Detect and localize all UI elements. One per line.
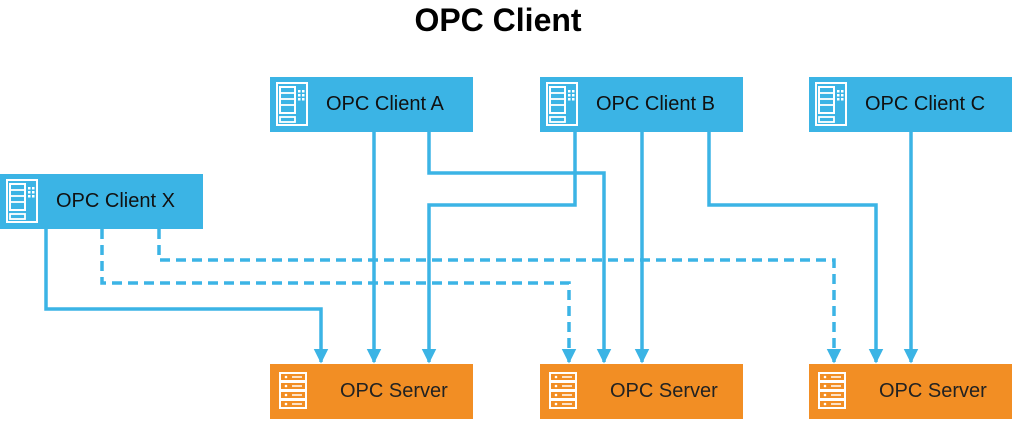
connector-client-x-to-server-3 — [157, 229, 842, 364]
server-rack-icon — [817, 371, 847, 416]
server-node-label: OPC Server — [340, 380, 448, 402]
vending-terminal-icon — [6, 179, 38, 228]
client-node-label: OPC Client C — [865, 93, 986, 115]
vending-terminal-icon — [546, 82, 578, 131]
server-node-label: OPC Server — [879, 380, 987, 402]
connector-client-a-to-server-2 — [427, 132, 612, 364]
client-node-b: OPC Client B — [540, 77, 743, 132]
client-node-x: OPC Client X — [0, 174, 203, 229]
client-node-label: OPC Client A — [326, 93, 444, 115]
connector-client-x-to-server-1 — [44, 229, 329, 364]
client-node-label: OPC Client X — [56, 190, 175, 212]
server-node-label: OPC Server — [610, 380, 718, 402]
server-rack-icon — [278, 371, 308, 416]
client-node-c: OPC Client C — [809, 77, 1012, 132]
vending-terminal-icon — [815, 82, 847, 131]
connector-client-b-to-server-3 — [707, 132, 884, 364]
server-node-1: OPC Server — [270, 364, 473, 419]
server-node-3: OPC Server — [809, 364, 1012, 419]
client-node-label: OPC Client B — [596, 93, 715, 115]
server-node-2: OPC Server — [540, 364, 743, 419]
server-rack-icon — [548, 371, 578, 416]
diagram-title: OPC Client — [414, 2, 582, 38]
connector-client-x-to-server-2 — [100, 229, 577, 364]
vending-terminal-icon — [276, 82, 308, 131]
connector-layer — [44, 132, 919, 364]
client-node-a: OPC Client A — [270, 77, 473, 132]
connector-client-b-to-server-1 — [421, 132, 577, 364]
